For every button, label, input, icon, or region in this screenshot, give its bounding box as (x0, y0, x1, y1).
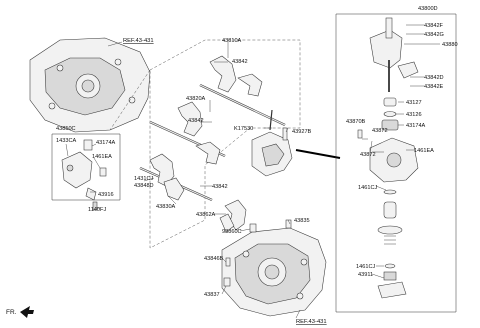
shift-fork-43810A (199, 55, 286, 126)
label-43916[interactable]: 43916 (98, 192, 114, 198)
fr-label: FR. (6, 309, 17, 316)
label-43842-b[interactable]: 43842 (188, 118, 204, 124)
shift-fork-43830A (139, 153, 213, 202)
interlock-assembly-43850C (61, 139, 107, 211)
label-43842F[interactable]: 43842F (424, 23, 444, 29)
label-1461CJ-b[interactable]: 1461CJ (356, 264, 375, 270)
control-assembly-box (335, 13, 457, 313)
shift-lever-assembly (251, 109, 341, 177)
front-direction-indicator: FR. (6, 306, 34, 318)
label-43842G[interactable]: 43842G (424, 32, 444, 38)
label-43835[interactable]: 43835 (294, 218, 310, 224)
label-43830A[interactable]: 43830A (156, 204, 176, 210)
spring-assembly (377, 189, 407, 299)
outline-connector (109, 69, 151, 131)
ref-label-top[interactable]: REF.43-431 (123, 38, 154, 44)
label-43842E[interactable]: 43842E (424, 84, 444, 90)
label-43911[interactable]: 43911 (358, 272, 373, 278)
label-43820A[interactable]: 43820A (186, 96, 206, 102)
label-43848D[interactable]: 43848D (134, 183, 154, 189)
label-43880[interactable]: 43880 (442, 42, 458, 48)
label-1140FJ[interactable]: 1140FJ (88, 207, 106, 213)
label-43872-a[interactable]: 43872 (372, 128, 388, 134)
bolt-43837 (223, 277, 231, 287)
ref-label-bottom[interactable]: REF.43-431 (296, 319, 327, 325)
label-1461EA-left[interactable]: 1461EA (92, 154, 112, 160)
label-43850C[interactable]: 43850C (56, 126, 76, 132)
label-1461EA-right[interactable]: 1461EA (414, 148, 434, 154)
label-43800D[interactable]: 43800D (418, 6, 438, 12)
label-43927B[interactable]: 43927B (292, 129, 312, 135)
front-arrow-icon (20, 306, 34, 318)
control-washers (381, 97, 399, 131)
control-shaft-43880 (369, 17, 419, 92)
label-43870B[interactable]: 43870B (346, 119, 366, 125)
shift-fork-43862A (219, 199, 247, 233)
label-1461CJ-a[interactable]: 1461CJ (358, 185, 377, 191)
label-43842-c[interactable]: 43842 (212, 184, 228, 190)
bolt-93860C (249, 223, 257, 233)
shift-fork-43820A (149, 101, 226, 165)
label-1431CJ[interactable]: 1431CJ (134, 176, 153, 182)
label-1433CA[interactable]: 1433CA (56, 138, 76, 144)
bolt-43835 (285, 219, 292, 229)
control-housing-43870B (357, 129, 419, 183)
label-43126[interactable]: 43126 (406, 112, 422, 118)
label-43837[interactable]: 43837 (204, 292, 220, 298)
label-43842-a[interactable]: 43842 (232, 59, 248, 65)
interlock-box (51, 133, 121, 201)
label-43842D[interactable]: 43842D (424, 75, 444, 81)
label-K17530[interactable]: K17530 (234, 126, 253, 132)
label-43862A[interactable]: 43862A (196, 212, 216, 218)
label-43846B[interactable]: 43846B (204, 256, 224, 262)
label-43127[interactable]: 43127 (406, 100, 422, 106)
pin-43846B (225, 257, 231, 267)
label-43174A-right[interactable]: 43174A (406, 123, 426, 129)
label-43174A-left[interactable]: 43174A (96, 140, 116, 146)
label-43810A[interactable]: 43810A (222, 38, 242, 44)
transmission-case-top (29, 37, 151, 133)
shift-rail-outline (149, 39, 301, 249)
transmission-case-bottom (221, 227, 327, 319)
label-93860C[interactable]: 93860C (222, 229, 242, 235)
label-43872-b[interactable]: 43872 (360, 152, 376, 158)
